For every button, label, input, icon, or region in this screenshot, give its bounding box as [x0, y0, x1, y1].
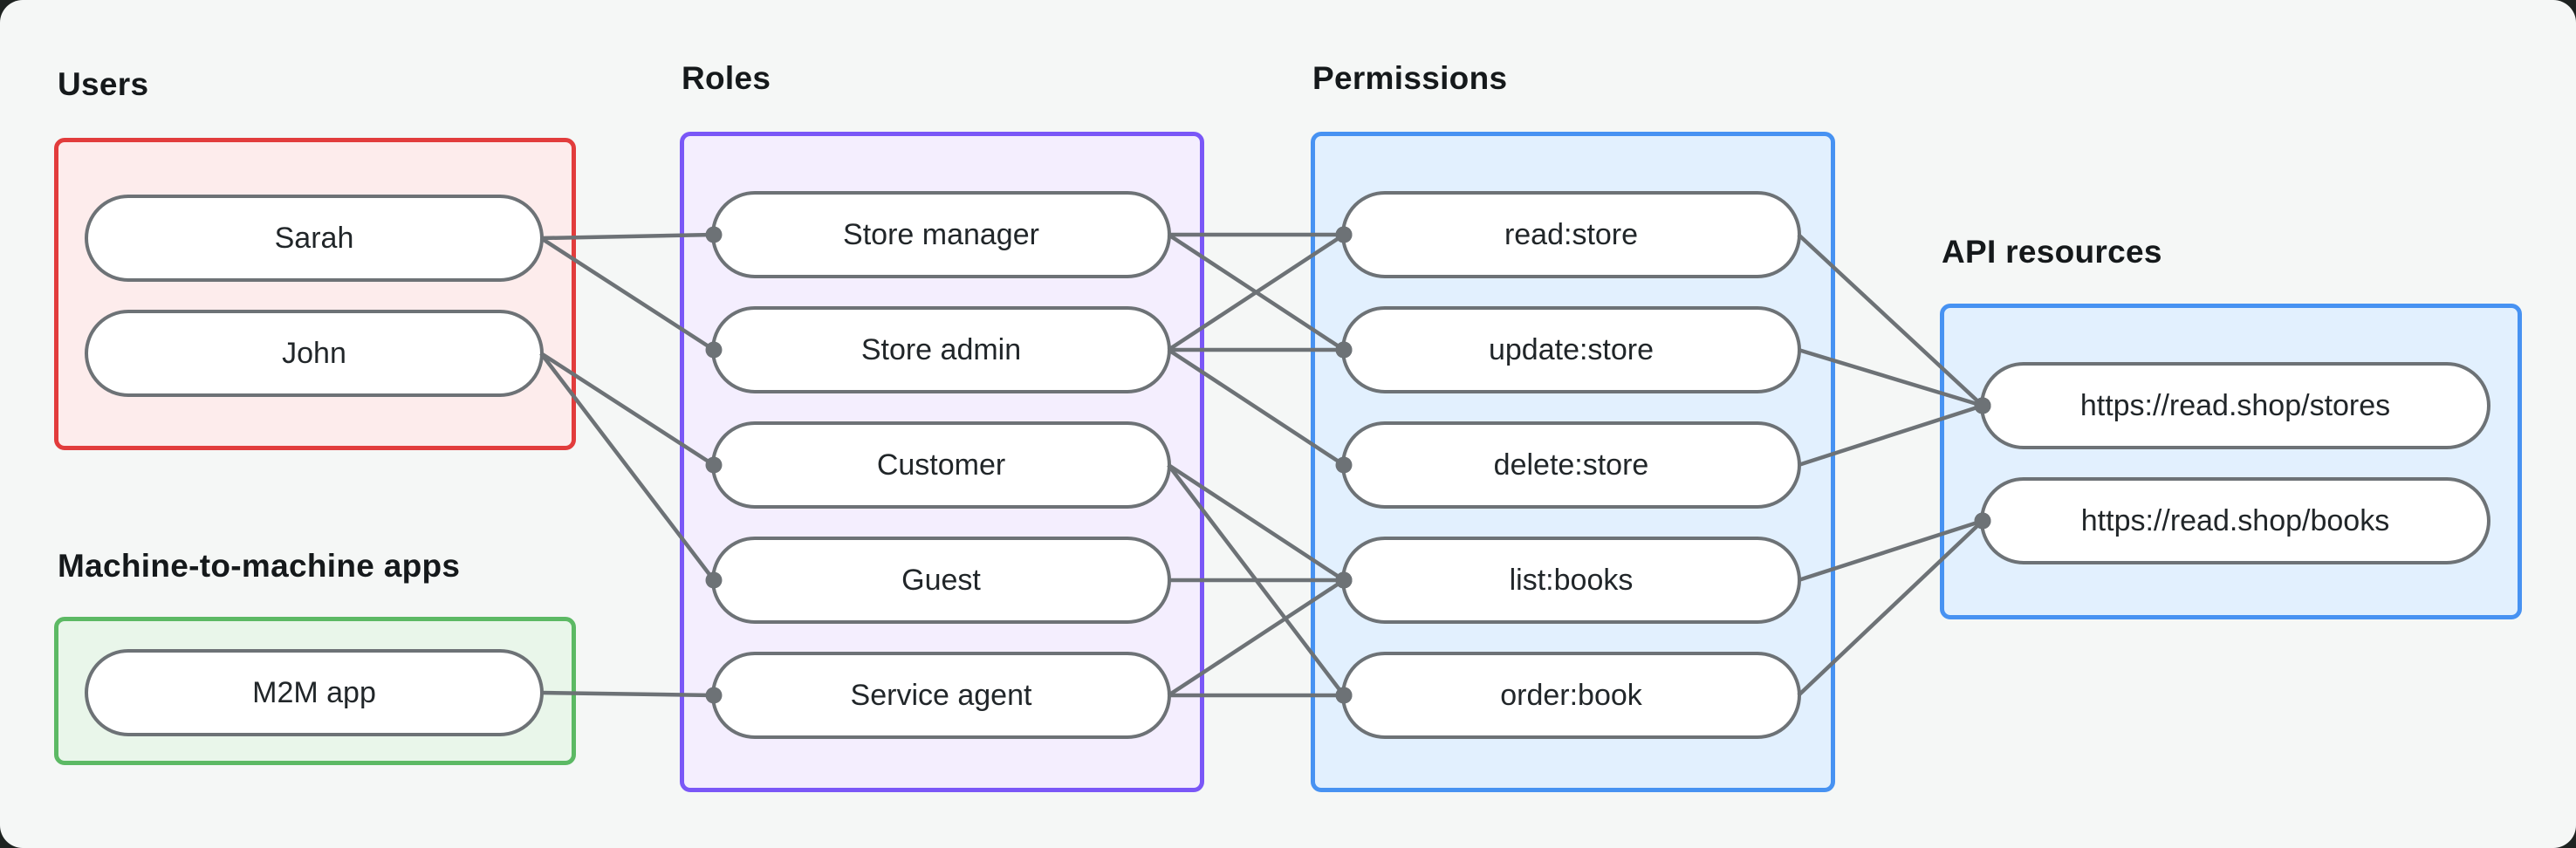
- node-list-books: list:books: [1341, 537, 1801, 624]
- node-sarah: Sarah: [85, 195, 544, 282]
- node-john: John: [85, 310, 544, 397]
- node-customer: Customer: [711, 421, 1171, 509]
- users-group-label: Users: [58, 66, 149, 102]
- api-resources-group-box: [1940, 304, 2522, 619]
- node-m2m-app: M2M app: [85, 649, 544, 736]
- permissions-group-label: Permissions: [1312, 60, 1508, 96]
- node-update-store: update:store: [1341, 306, 1801, 393]
- node-delete-store: delete:store: [1341, 421, 1801, 509]
- node-store-manager: Store manager: [711, 191, 1171, 278]
- node-read-store: read:store: [1341, 191, 1801, 278]
- node-order-book: order:book: [1341, 652, 1801, 739]
- roles-group-label: Roles: [682, 60, 771, 96]
- api-resources-group-label: API resources: [1942, 234, 2162, 270]
- node-stores-resource: https://read.shop/stores: [1980, 362, 2490, 449]
- node-guest: Guest: [711, 537, 1171, 624]
- node-service-agent: Service agent: [711, 652, 1171, 739]
- m2m-group-label: Machine-to-machine apps: [58, 548, 461, 584]
- users-group-box: [54, 138, 576, 450]
- node-books-resource: https://read.shop/books: [1980, 477, 2490, 564]
- node-store-admin: Store admin: [711, 306, 1171, 393]
